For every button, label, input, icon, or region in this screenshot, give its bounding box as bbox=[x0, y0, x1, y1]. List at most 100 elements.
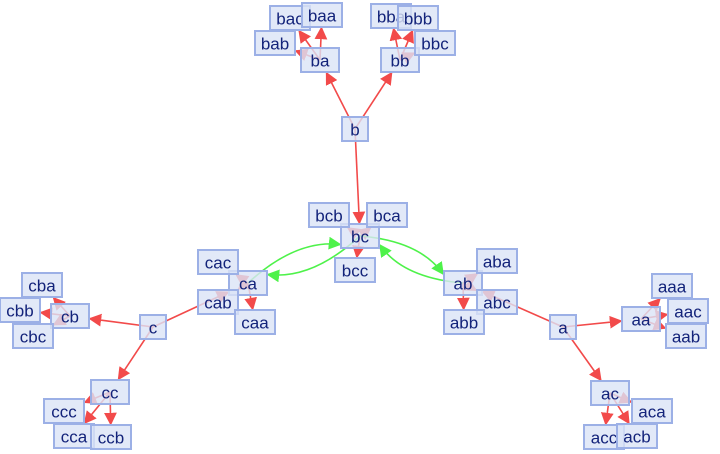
node-label: bab bbox=[261, 35, 289, 54]
node-box bbox=[301, 2, 343, 28]
node-label: abc bbox=[483, 294, 511, 313]
node-box bbox=[549, 314, 577, 340]
node-box bbox=[667, 298, 709, 324]
node-box bbox=[139, 314, 167, 340]
node-aba[interactable]: aba bbox=[476, 248, 518, 274]
node-bab[interactable]: bab bbox=[254, 30, 296, 56]
node-bbb[interactable]: bbb bbox=[397, 5, 439, 31]
node-box bbox=[197, 249, 239, 275]
node-label: cca bbox=[61, 428, 88, 447]
node-box bbox=[476, 248, 518, 274]
node-label: aac bbox=[674, 303, 702, 322]
node-box bbox=[665, 323, 707, 349]
node-box bbox=[234, 309, 276, 335]
node-a[interactable]: a bbox=[549, 314, 577, 340]
node-label: bac bbox=[276, 10, 304, 29]
node-label: bc bbox=[351, 228, 369, 247]
node-label: ac bbox=[601, 385, 619, 404]
node-label: ccb bbox=[98, 429, 124, 448]
edge-b-bc bbox=[352, 128, 366, 225]
node-label: ab bbox=[454, 275, 473, 294]
node-box bbox=[43, 398, 85, 424]
node-label: b bbox=[350, 121, 359, 140]
node-c[interactable]: c bbox=[139, 314, 167, 340]
node-cc[interactable]: cc bbox=[90, 379, 130, 405]
node-box bbox=[308, 202, 350, 228]
node-box bbox=[341, 116, 369, 142]
node-box bbox=[631, 398, 673, 424]
node-label: bcc bbox=[342, 262, 369, 281]
node-abb[interactable]: abb bbox=[443, 309, 485, 335]
node-box bbox=[334, 257, 376, 283]
node-box bbox=[380, 47, 420, 73]
node-label: cac bbox=[205, 254, 232, 273]
node-b[interactable]: b bbox=[341, 116, 369, 142]
node-baa[interactable]: baa bbox=[301, 2, 343, 28]
node-box bbox=[414, 30, 456, 56]
node-box bbox=[0, 297, 41, 323]
node-ccc[interactable]: ccc bbox=[43, 398, 85, 424]
node-label: acc bbox=[591, 429, 618, 448]
node-bbc[interactable]: bbc bbox=[414, 30, 456, 56]
node-box bbox=[300, 47, 340, 73]
node-label: baa bbox=[308, 7, 337, 26]
node-ccb[interactable]: ccb bbox=[90, 424, 132, 450]
node-cbc[interactable]: cbc bbox=[12, 323, 54, 349]
node-label: cbb bbox=[6, 302, 33, 321]
node-bca[interactable]: bca bbox=[366, 202, 408, 228]
node-label: c bbox=[149, 319, 158, 338]
node-label: aaa bbox=[658, 278, 687, 297]
node-box bbox=[443, 270, 483, 296]
node-label: aa bbox=[632, 311, 651, 330]
node-label: ca bbox=[239, 275, 258, 294]
node-box bbox=[21, 272, 63, 298]
node-label: acb bbox=[623, 428, 650, 447]
node-aca[interactable]: aca bbox=[631, 398, 673, 424]
node-label: bb bbox=[391, 52, 410, 71]
node-label: caa bbox=[241, 314, 269, 333]
node-ab[interactable]: ab bbox=[443, 270, 483, 296]
node-cbb[interactable]: cbb bbox=[0, 297, 41, 323]
node-box bbox=[254, 30, 296, 56]
node-label: cab bbox=[204, 294, 231, 313]
node-ba[interactable]: ba bbox=[300, 47, 340, 73]
node-cb[interactable]: cb bbox=[50, 303, 90, 329]
node-ac[interactable]: ac bbox=[590, 380, 630, 406]
node-box bbox=[616, 423, 658, 449]
node-box bbox=[50, 303, 90, 329]
node-acb[interactable]: acb bbox=[616, 423, 658, 449]
node-label: aba bbox=[483, 253, 512, 272]
node-aab[interactable]: aab bbox=[665, 323, 707, 349]
node-aaa[interactable]: aaa bbox=[651, 273, 693, 299]
node-label: bbb bbox=[404, 10, 432, 29]
node-box bbox=[12, 323, 54, 349]
node-label: ccc bbox=[51, 403, 77, 422]
node-bcb[interactable]: bcb bbox=[308, 202, 350, 228]
node-cca[interactable]: cca bbox=[53, 423, 95, 449]
node-bcc[interactable]: bcc bbox=[334, 257, 376, 283]
node-aa[interactable]: aa bbox=[621, 306, 661, 332]
node-cac[interactable]: cac bbox=[197, 249, 239, 275]
node-box bbox=[197, 289, 239, 315]
node-box bbox=[90, 379, 130, 405]
node-label: aab bbox=[672, 328, 700, 347]
node-label: ba bbox=[311, 52, 330, 71]
node-box bbox=[621, 306, 661, 332]
node-cba[interactable]: cba bbox=[21, 272, 63, 298]
node-label: bcb bbox=[315, 207, 342, 226]
node-aac[interactable]: aac bbox=[667, 298, 709, 324]
node-label: bca bbox=[373, 207, 401, 226]
node-label: cb bbox=[61, 308, 79, 327]
node-label: cc bbox=[102, 384, 120, 403]
node-label: cbc bbox=[20, 328, 47, 347]
node-label: abb bbox=[450, 314, 478, 333]
node-cab[interactable]: cab bbox=[197, 289, 239, 315]
node-label: aca bbox=[638, 403, 666, 422]
node-box bbox=[443, 309, 485, 335]
node-label: a bbox=[558, 319, 568, 338]
node-caa[interactable]: caa bbox=[234, 309, 276, 335]
node-label: cba bbox=[28, 277, 56, 296]
node-bb[interactable]: bb bbox=[380, 47, 420, 73]
